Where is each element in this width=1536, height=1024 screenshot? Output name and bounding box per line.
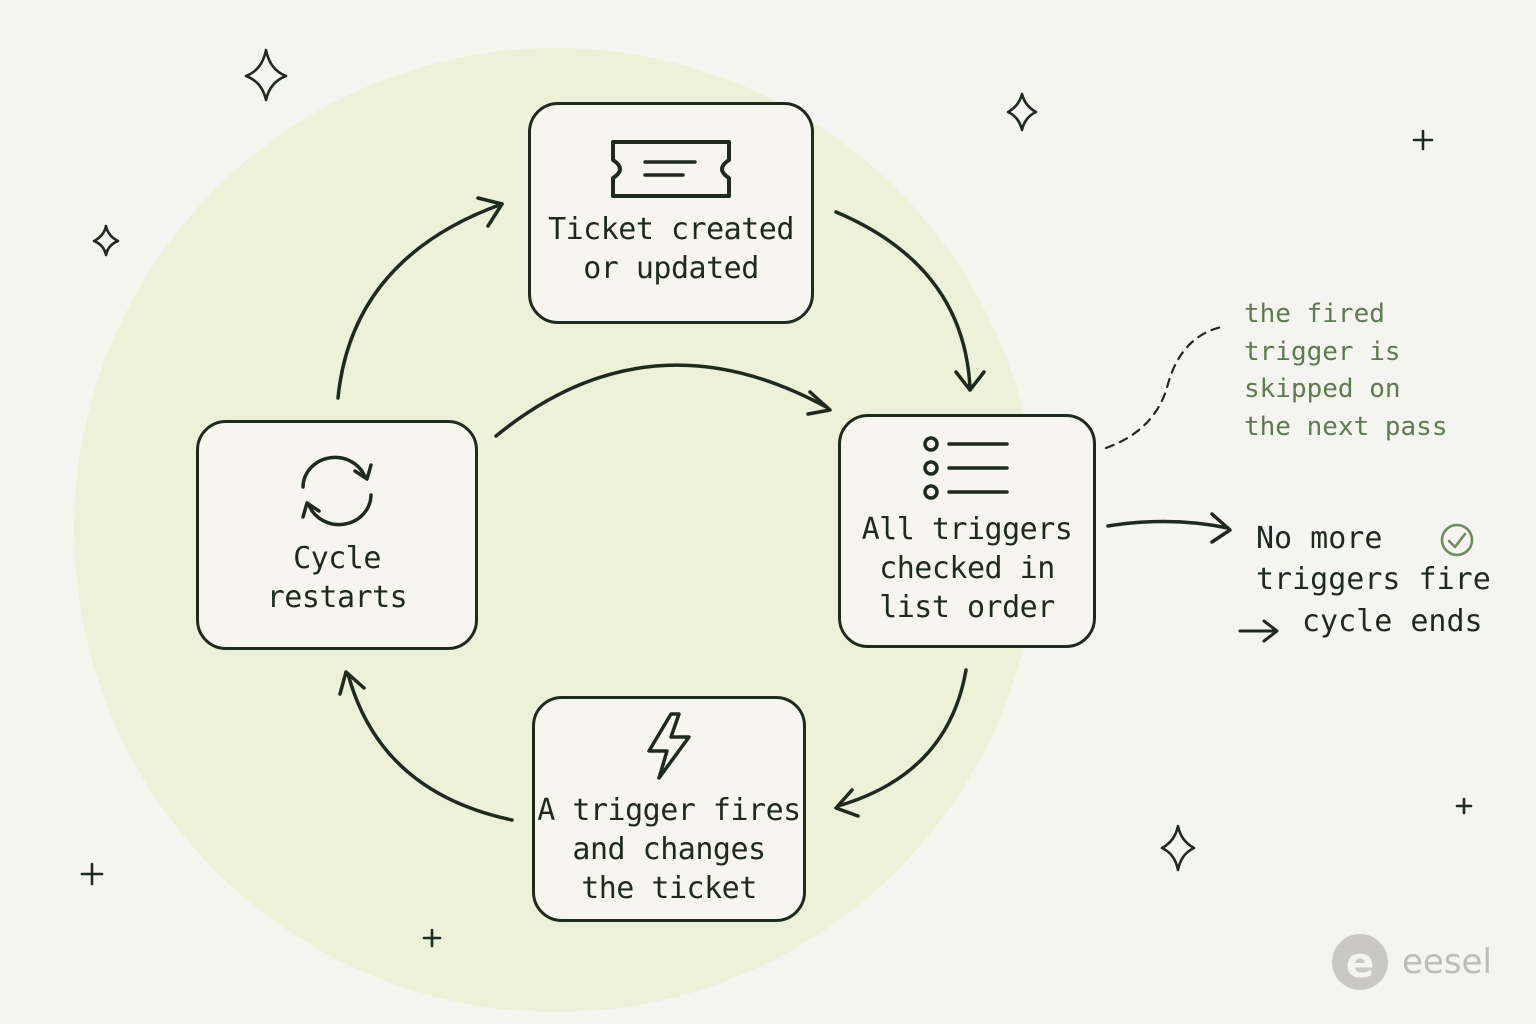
arrow-check-to-end: [1106, 512, 1232, 544]
logo-mark: e: [1332, 934, 1388, 990]
node-label: Cycle restarts: [266, 541, 408, 615]
plus-sparkle-icon: [422, 928, 442, 948]
small-arrow-icon: [1238, 619, 1279, 643]
annotation-connector: [1104, 324, 1228, 450]
end-state-text: No more triggers fire cycle ends: [1256, 518, 1491, 642]
node-label: A trigger fires and changes the ticket: [537, 792, 801, 906]
ticket-icon: [611, 140, 731, 198]
node-label: Ticket created or updated: [548, 212, 794, 286]
end-state-line: No more: [1256, 521, 1383, 556]
node-cycle-restarts: Cycle restarts: [196, 420, 478, 650]
arrow-cycle-to-ticket: [336, 196, 504, 400]
sparkle-icon: [1006, 92, 1038, 132]
arrow-check-to-fire: [834, 668, 968, 818]
annotation-line: trigger is: [1244, 336, 1401, 367]
node-triggers-checked: All triggers checked in list order: [838, 414, 1096, 648]
annotation-line: skipped on: [1244, 374, 1401, 405]
arrow-cycle-to-check: [494, 363, 832, 438]
node-ticket-created: Ticket created or updated: [528, 102, 814, 324]
node-trigger-fires: A trigger fires and changes the ticket: [532, 696, 806, 922]
arrow-ticket-to-check: [834, 210, 986, 392]
sparkle-icon: [1160, 824, 1196, 872]
sparkle-icon: [92, 224, 120, 257]
logo-text: eesel: [1402, 942, 1492, 982]
eesel-logo: e eesel: [1332, 934, 1492, 990]
refresh-icon: [301, 455, 373, 527]
check-circle-icon: [1440, 523, 1474, 557]
lightning-icon: [647, 711, 691, 780]
annotation-note: the fired trigger is skipped on the next…: [1244, 296, 1448, 447]
arrow-fire-to-cycle: [338, 670, 514, 822]
plus-sparkle-icon: [80, 862, 104, 886]
annotation-line: the next pass: [1244, 412, 1448, 443]
annotation-line: the fired: [1244, 299, 1385, 329]
node-label: All triggers checked in list order: [861, 511, 1073, 625]
end-state-line: triggers fire: [1256, 562, 1491, 598]
plus-sparkle-icon: [1412, 129, 1434, 151]
sparkle-icon: [244, 48, 288, 102]
end-state-line: cycle ends: [1302, 603, 1483, 639]
plus-sparkle-icon: [1455, 797, 1473, 815]
list-icon: [923, 435, 1009, 500]
